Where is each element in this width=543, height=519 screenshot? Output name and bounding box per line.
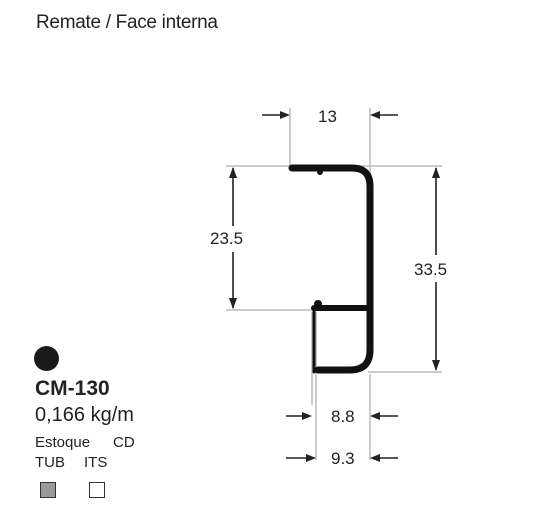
dim-outer-right-arrow	[370, 454, 380, 462]
stock-suffix: CD	[113, 434, 135, 451]
dim-top-width-label: 13	[318, 107, 337, 126]
dim-right-height-label: 33.5	[414, 260, 447, 279]
dim-right-arrow-bottom	[432, 360, 440, 371]
profile-shape	[288, 164, 374, 374]
finish-b-swatch	[89, 482, 105, 498]
dim-left-arrow-top	[229, 167, 237, 178]
marker-dot-icon	[34, 346, 59, 371]
profile-lip-mid	[314, 300, 322, 308]
dim-left-height-label: 23.5	[210, 229, 243, 248]
dim-top-left-arrow	[280, 111, 290, 119]
dim-left-arrow-bottom	[229, 298, 237, 309]
dim-bottom-inner-label: 8.8	[331, 407, 355, 426]
page-title: Remate / Face interna	[36, 12, 218, 33]
dim-right-arrow-top	[432, 167, 440, 178]
finish-a-swatch	[40, 482, 56, 498]
dim-outer-left-arrow	[306, 454, 316, 462]
dim-top-right-arrow	[370, 111, 380, 119]
profile-lip-top	[317, 169, 323, 175]
finish-b-label: ITS	[84, 454, 108, 471]
stock-label: Estoque	[35, 434, 91, 451]
product-code: CM-130	[35, 377, 110, 400]
dim-inner-left-arrow	[302, 412, 312, 420]
dimension-lines	[229, 111, 440, 462]
product-weight: 0,166 kg/m	[35, 404, 134, 426]
dim-bottom-outer-label: 9.3	[331, 449, 355, 468]
dim-inner-right-arrow	[370, 412, 380, 420]
profile-outer-flange	[288, 164, 374, 374]
finish-a-label: TUB	[35, 454, 65, 471]
